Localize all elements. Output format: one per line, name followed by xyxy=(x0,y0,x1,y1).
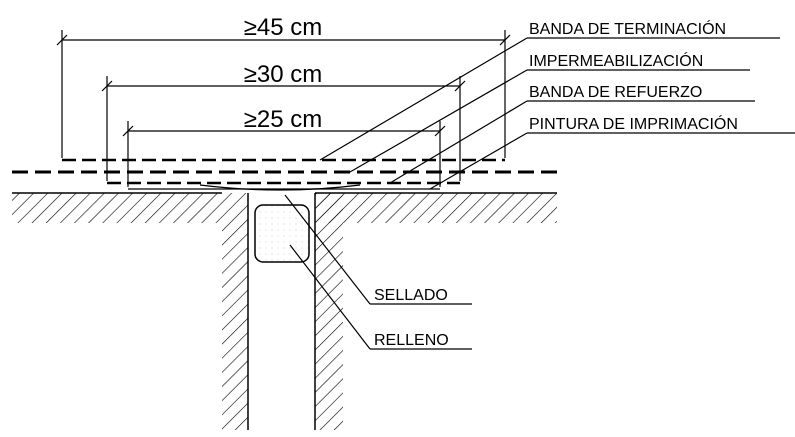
callout-sellado: SELLADO xyxy=(374,287,448,304)
callout-relleno: RELLENO xyxy=(374,332,449,349)
callout-leaders xyxy=(319,37,795,190)
layer-lines xyxy=(12,158,557,191)
dimension-outer-label: ≥45 cm xyxy=(244,14,323,41)
dimension-inner-label: ≥25 cm xyxy=(244,106,323,133)
callout-banda-refuerzo: BANDA DE REFUERZO xyxy=(529,84,702,101)
lower-callout-leaders xyxy=(284,194,472,350)
relleno-filler xyxy=(254,204,310,263)
slab-hatching xyxy=(12,192,557,223)
callout-impermeabilizacion: IMPERMEABILIZACIÓN xyxy=(529,51,703,70)
dimension-middle-label: ≥30 cm xyxy=(244,61,323,88)
callout-banda-terminacion: BANDA DE TERMINACIÓN xyxy=(529,19,726,38)
callout-pintura-imprimacion: PINTURA DE IMPRIMACIÓN xyxy=(529,114,738,133)
joint-wall-hatching xyxy=(222,193,343,430)
